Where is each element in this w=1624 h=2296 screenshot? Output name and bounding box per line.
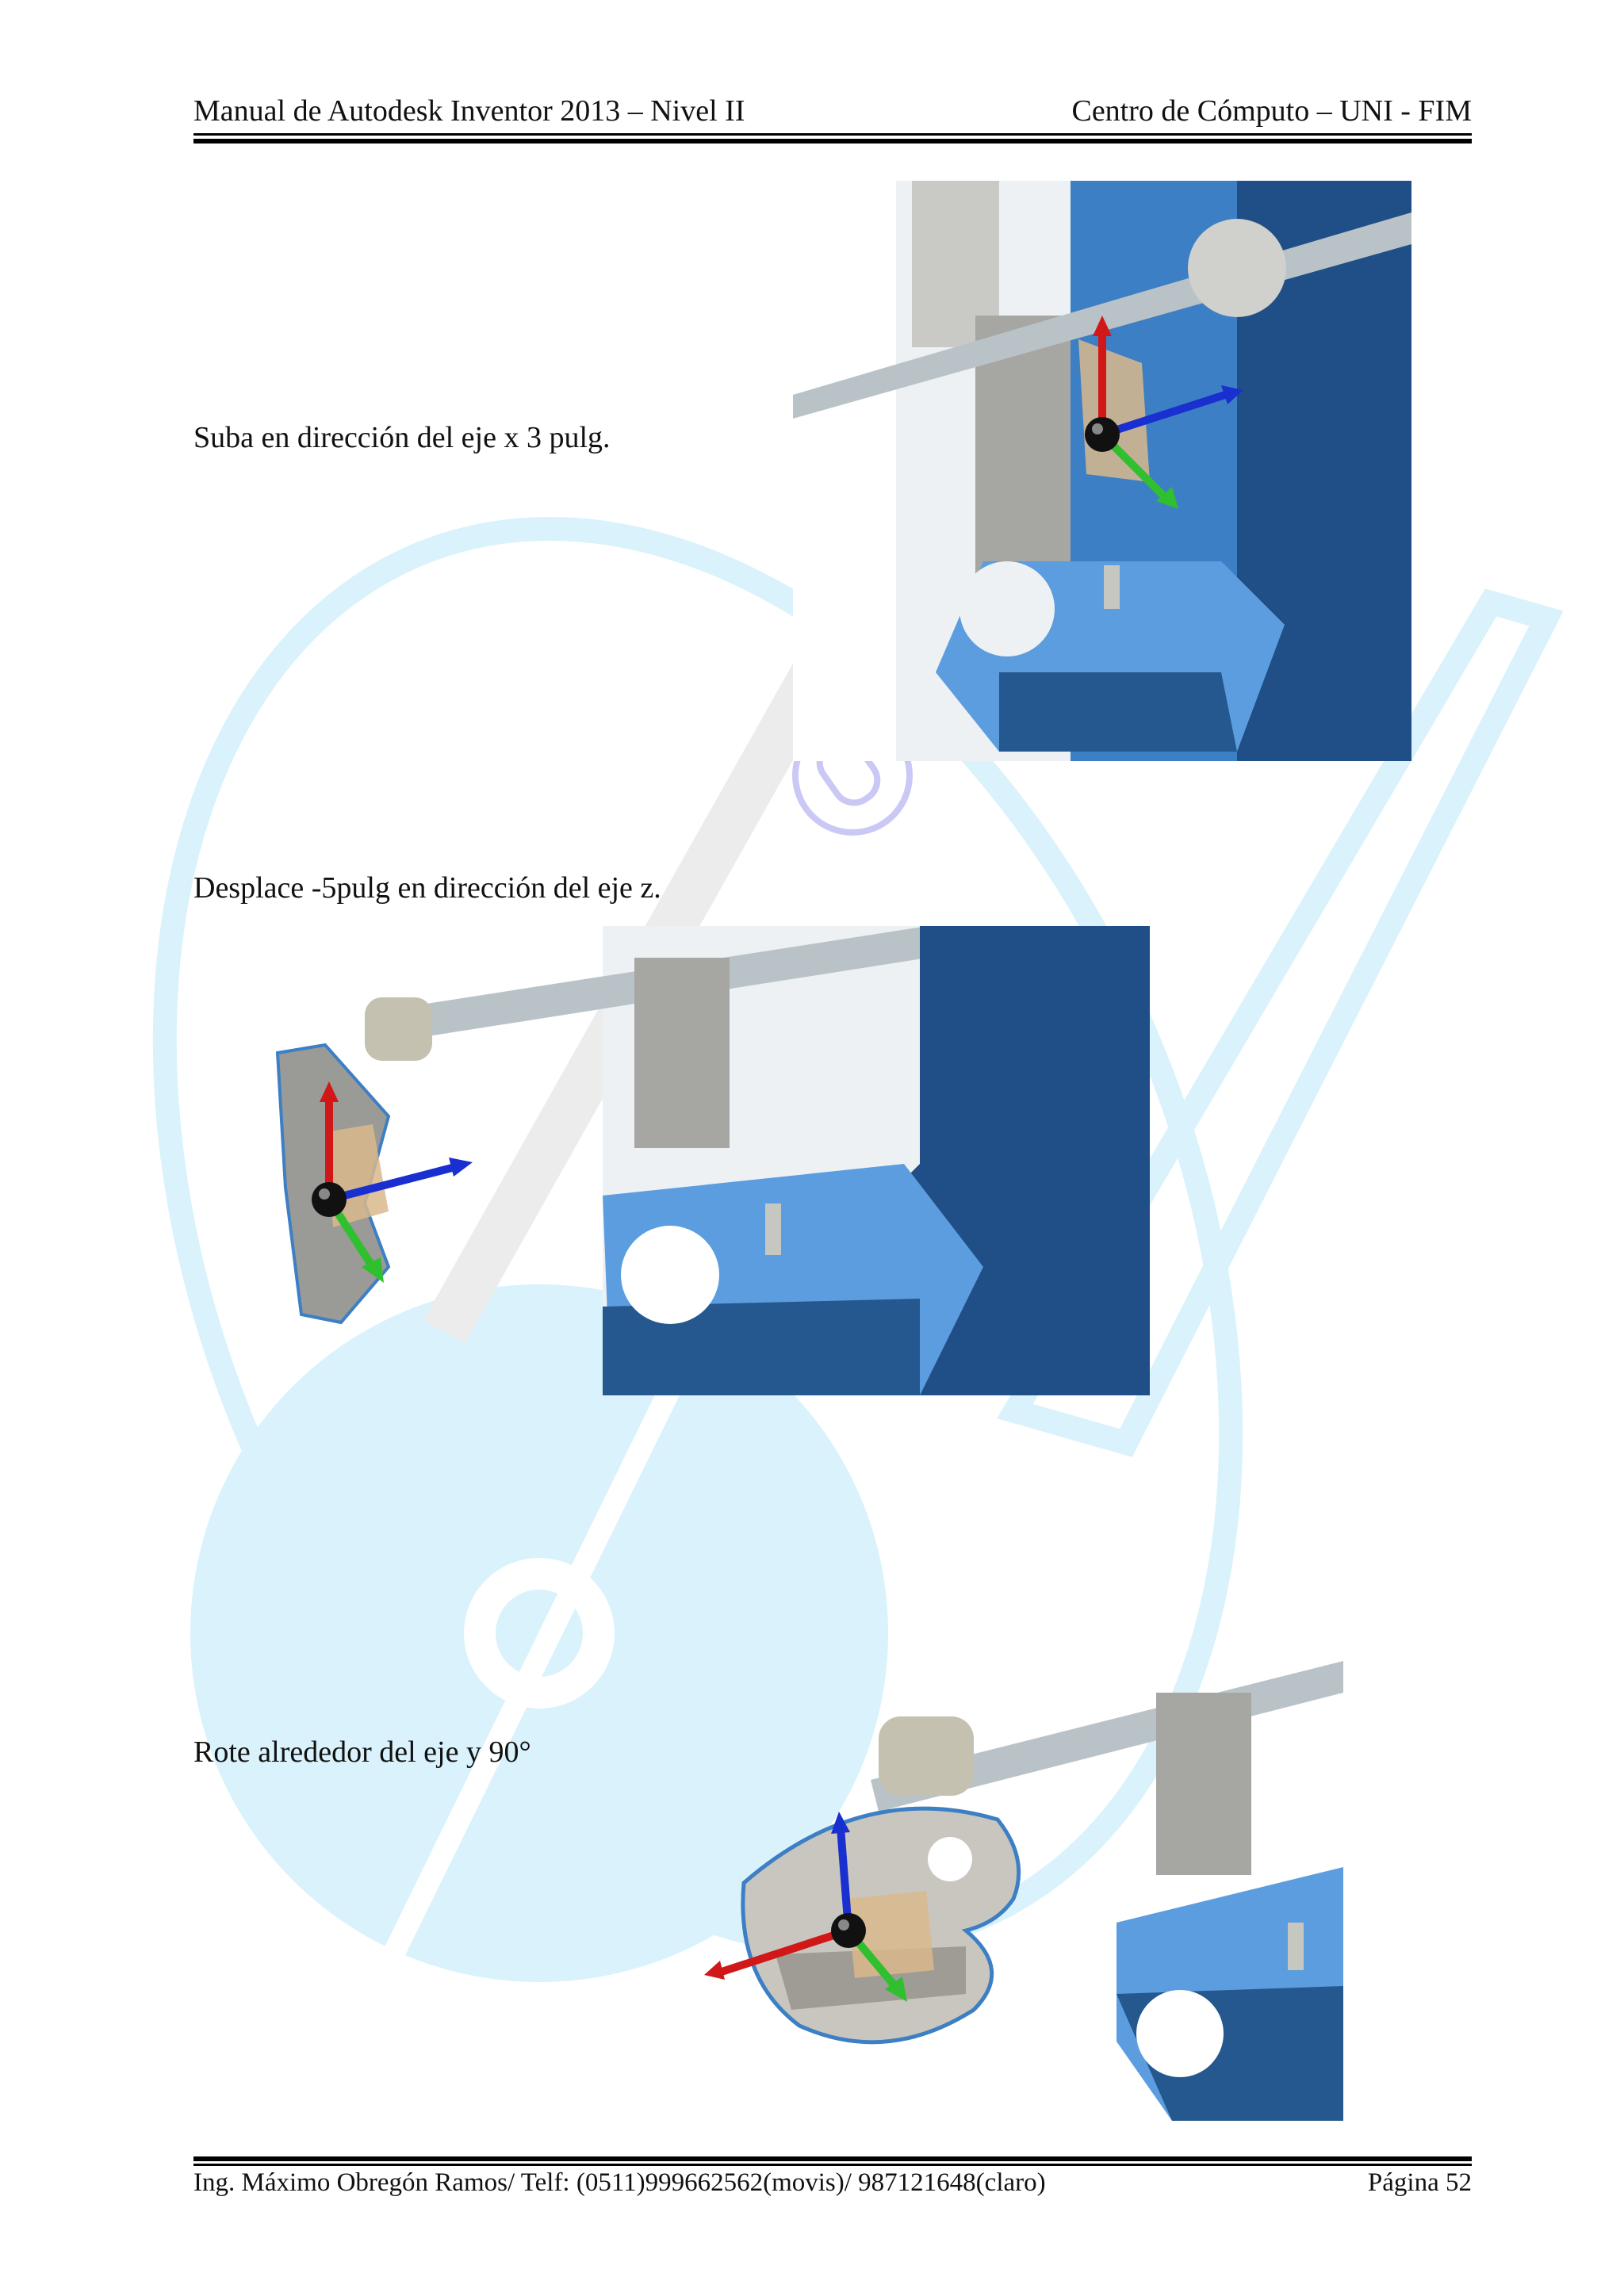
footer-rule-thick [193, 2156, 1472, 2161]
footer-author-contact: Ing. Máximo Obregón Ramos/ Telf: (0511)9… [193, 2168, 1046, 2197]
header-institution: Centro de Cómputo – UNI - FIM [1071, 94, 1472, 128]
step-2-instruction: Desplace -5pulg en dirección del eje z. [193, 871, 661, 905]
step-1-instruction: Suba en dirección del eje x 3 pulg. [193, 421, 611, 454]
header-manual-title: Manual de Autodesk Inventor 2013 – Nivel… [193, 94, 745, 128]
step-1-figure [793, 181, 1411, 761]
step-3-instruction: Rote alrededor del eje y 90° [193, 1735, 531, 1769]
header-rule [193, 133, 1472, 136]
step-3-figure [665, 1661, 1343, 2121]
header-rule-thick [193, 139, 1472, 144]
footer-rule [193, 2164, 1472, 2166]
transform-triad[interactable] [704, 1812, 907, 2002]
transform-triad[interactable] [312, 1081, 473, 1283]
step-2-figure [270, 926, 1150, 1395]
page-number: Página 52 [1367, 2168, 1472, 2197]
transform-triad[interactable] [1085, 316, 1243, 509]
